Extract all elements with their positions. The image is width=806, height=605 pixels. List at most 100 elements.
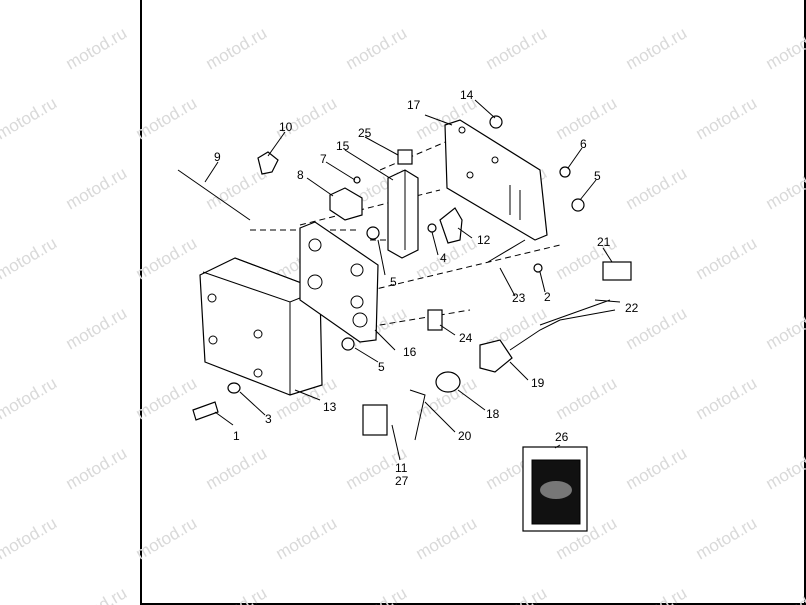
watermark-text: motod.ru bbox=[763, 583, 806, 605]
relay-25-icon bbox=[397, 149, 413, 165]
watermark-text: motod.ru bbox=[203, 443, 271, 493]
wire-harness-22-icon bbox=[539, 299, 616, 326]
watermark-text: motod.ru bbox=[63, 583, 131, 605]
diagram-frame bbox=[140, 0, 806, 605]
switch-19-icon bbox=[479, 319, 561, 373]
grommet-18-icon bbox=[435, 371, 461, 393]
watermark-text: motod.ru bbox=[763, 443, 806, 493]
screw-7-icon bbox=[353, 176, 361, 184]
watermark-text: motod.ru bbox=[133, 93, 201, 143]
clip-8-icon bbox=[329, 187, 363, 221]
watermark-text: motod.ru bbox=[483, 23, 551, 73]
callout-labels: 1 2 3 4 5 5 5 6 7 8 9 10 11 12 13 14 15 … bbox=[214, 88, 639, 488]
callout-25: 25 bbox=[358, 126, 372, 140]
callout-14: 14 bbox=[460, 88, 474, 102]
callout-3: 3 bbox=[265, 412, 272, 426]
watermark-text: motod.ru bbox=[0, 233, 60, 283]
callout-23: 23 bbox=[512, 291, 526, 305]
callout-9: 9 bbox=[214, 150, 221, 164]
callout-17: 17 bbox=[407, 98, 421, 112]
watermark-text: motod.ru bbox=[623, 163, 691, 213]
watermark-text: motod.ru bbox=[63, 303, 131, 353]
callout-5c: 5 bbox=[594, 169, 601, 183]
watermark-text: motod.ru bbox=[553, 373, 621, 423]
watermark-text: motod.ru bbox=[63, 23, 131, 73]
watermark-text: motod.ru bbox=[623, 583, 691, 605]
watermark-text: motod.ru bbox=[0, 513, 60, 563]
callout-11: 11 bbox=[395, 461, 408, 475]
stud-23-icon bbox=[487, 239, 526, 263]
service-manual-26-icon bbox=[522, 446, 588, 532]
watermark-text: motod.ru bbox=[763, 163, 806, 213]
cover-13-icon bbox=[199, 257, 323, 396]
callout-5a: 5 bbox=[390, 275, 397, 289]
callout-18: 18 bbox=[486, 407, 500, 421]
washer-3-icon bbox=[227, 382, 241, 394]
nut-6-icon bbox=[559, 166, 571, 178]
watermark-text: motod.ru bbox=[133, 513, 201, 563]
screw-2-icon bbox=[533, 263, 543, 273]
watermark-text: motod.ru bbox=[413, 513, 481, 563]
callout-16: 16 bbox=[403, 345, 417, 359]
callout-8: 8 bbox=[297, 168, 304, 182]
connector-21-icon bbox=[602, 261, 632, 281]
mounting-plate-17-icon bbox=[444, 119, 548, 241]
watermark-text: motod.ru bbox=[133, 233, 201, 283]
watermark-text: motod.ru bbox=[133, 0, 201, 3]
watermark-text: motod.ru bbox=[763, 23, 806, 73]
watermark-text: motod.ru bbox=[553, 93, 621, 143]
watermark-text: motod.ru bbox=[273, 0, 341, 3]
watermark-text: motod.ru bbox=[203, 23, 271, 73]
callout-7: 7 bbox=[320, 152, 327, 166]
screw-4-icon bbox=[427, 223, 437, 233]
cable-tie-9-icon bbox=[177, 169, 251, 221]
connector-24-icon bbox=[427, 309, 443, 331]
watermark-text: motod.ru bbox=[273, 513, 341, 563]
callout-2: 2 bbox=[544, 290, 551, 304]
callout-15: 15 bbox=[336, 139, 350, 153]
callout-13: 13 bbox=[323, 400, 337, 414]
watermark-text: motod.ru bbox=[693, 233, 761, 283]
mounting-bracket-16-icon bbox=[299, 221, 379, 343]
watermark-text: motod.ru bbox=[63, 443, 131, 493]
ground-strap-20-icon bbox=[409, 389, 426, 441]
watermark-text: motod.ru bbox=[693, 93, 761, 143]
watermark-text: motod.ru bbox=[133, 373, 201, 423]
watermark-text: motod.ru bbox=[343, 583, 411, 605]
callout-1: 1 bbox=[233, 429, 240, 443]
clip-10-icon bbox=[257, 151, 279, 175]
watermark-text: motod.ru bbox=[343, 23, 411, 73]
callout-20: 20 bbox=[458, 429, 472, 443]
callout-12: 12 bbox=[477, 233, 491, 247]
callout-26: 26 bbox=[555, 430, 569, 444]
callout-19: 19 bbox=[531, 376, 545, 390]
watermark-text: motod.ru bbox=[693, 0, 761, 3]
watermark-text: motod.ru bbox=[63, 163, 131, 213]
watermark-text: motod.ru bbox=[0, 373, 60, 423]
watermark-text: motod.ru bbox=[413, 0, 481, 3]
fuse-holder-12-icon bbox=[439, 207, 463, 244]
watermark-text: motod.ru bbox=[693, 513, 761, 563]
watermark-text: motod.ru bbox=[693, 373, 761, 423]
callout-10: 10 bbox=[279, 120, 293, 134]
watermark-text: motod.ru bbox=[623, 23, 691, 73]
watermark-text: motod.ru bbox=[0, 93, 60, 143]
nut-5b-icon bbox=[341, 337, 355, 351]
nut-5c-icon bbox=[571, 198, 585, 212]
callout-4: 4 bbox=[440, 251, 447, 265]
relay-block-15-icon bbox=[387, 169, 419, 259]
watermark-text: motod.ru bbox=[483, 583, 551, 605]
seal-11-icon bbox=[362, 404, 388, 436]
watermark-text: motod.ru bbox=[203, 583, 271, 605]
watermark-text: motod.ru bbox=[623, 443, 691, 493]
watermark-text: motod.ru bbox=[553, 0, 621, 3]
callout-21: 21 bbox=[597, 235, 611, 249]
screw-1-icon bbox=[192, 401, 219, 421]
callout-24: 24 bbox=[459, 331, 473, 345]
watermark-text: motod.ru bbox=[763, 303, 806, 353]
callout-27: 27 bbox=[395, 474, 409, 488]
callout-22: 22 bbox=[625, 301, 639, 315]
leader-lines bbox=[204, 99, 621, 461]
